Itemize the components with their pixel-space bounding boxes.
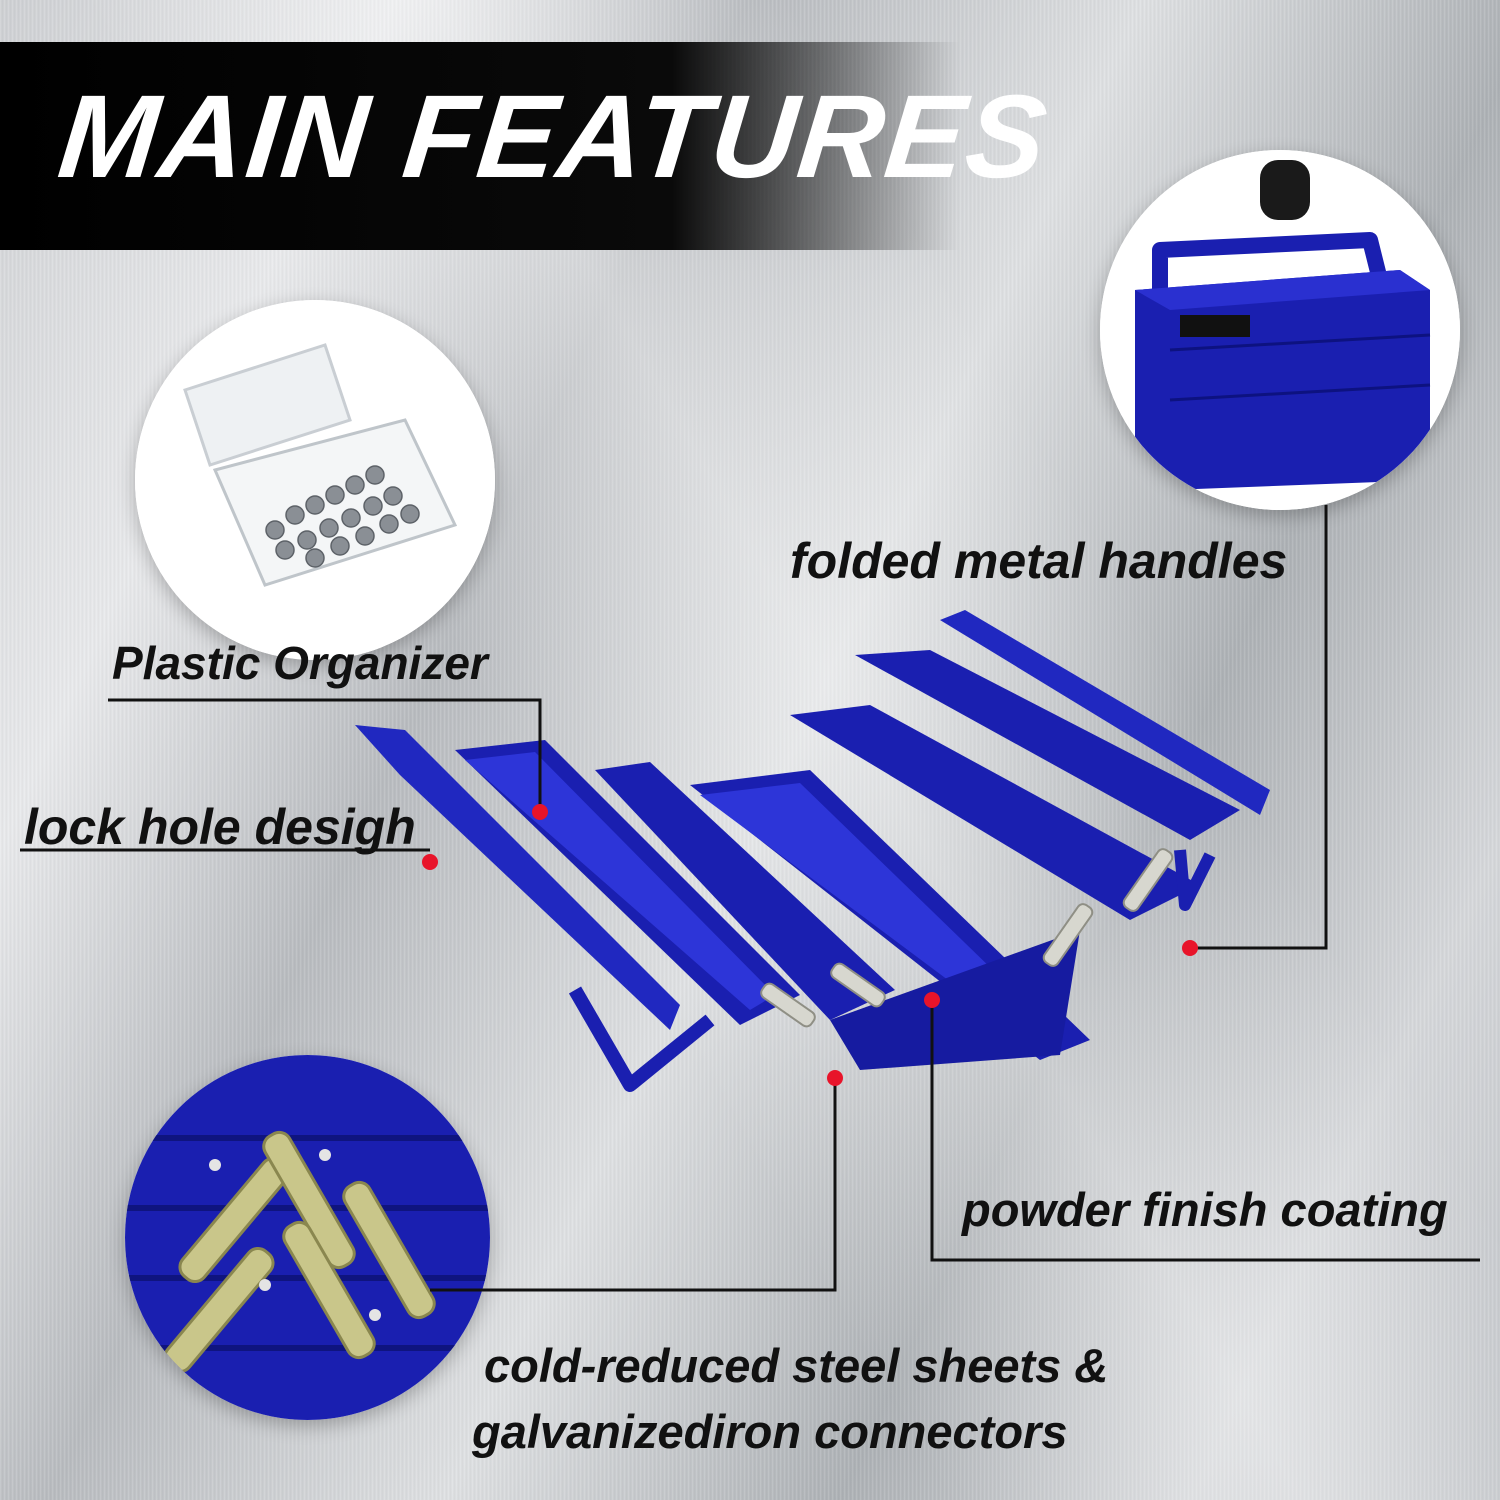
label-folded-handles: folded metal handles bbox=[790, 533, 1288, 589]
tray-right-top bbox=[855, 650, 1240, 840]
right-lid bbox=[940, 610, 1270, 815]
toolbox-base bbox=[830, 930, 1080, 1070]
left-lid bbox=[355, 725, 680, 1030]
marker-plastic-organizer bbox=[532, 804, 548, 820]
fold-handle-right bbox=[1174, 849, 1216, 911]
label-galvanized-connectors: galvanizediron connectors bbox=[472, 1405, 1068, 1458]
marker-folded-handles bbox=[1182, 940, 1198, 956]
title-banner bbox=[0, 42, 960, 250]
hinge-connectors-photo bbox=[125, 1055, 490, 1420]
label-powder-coating: powder finish coating bbox=[962, 1183, 1448, 1236]
marker-steel bbox=[827, 1070, 843, 1086]
plastic-organizer-image bbox=[135, 300, 495, 660]
hinge-connectors-image bbox=[125, 1055, 490, 1420]
label-steel-sheets: cold-reduced steel sheets & bbox=[484, 1339, 1109, 1392]
leader-folded-handles bbox=[1188, 505, 1328, 950]
label-lock-hole: lock hole desigh bbox=[24, 799, 416, 855]
carrying-toolbox-photo bbox=[1100, 150, 1460, 510]
label-plastic-organizer: Plastic Organizer bbox=[112, 637, 488, 689]
plastic-organizer-photo bbox=[135, 300, 495, 660]
leader-steel bbox=[430, 1078, 837, 1292]
leader-plastic-organizer bbox=[108, 698, 542, 810]
tray-right-second bbox=[790, 705, 1200, 920]
marker-lock-hole bbox=[422, 854, 438, 870]
cantilever-toolbox-illustration bbox=[355, 610, 1270, 1092]
fold-handle-left bbox=[568, 986, 715, 1092]
leader-powder-coating bbox=[930, 1000, 1480, 1262]
tray-left-second bbox=[595, 762, 895, 1020]
carrying-toolbox-image bbox=[1100, 150, 1460, 510]
marker-powder-coating bbox=[924, 992, 940, 1008]
